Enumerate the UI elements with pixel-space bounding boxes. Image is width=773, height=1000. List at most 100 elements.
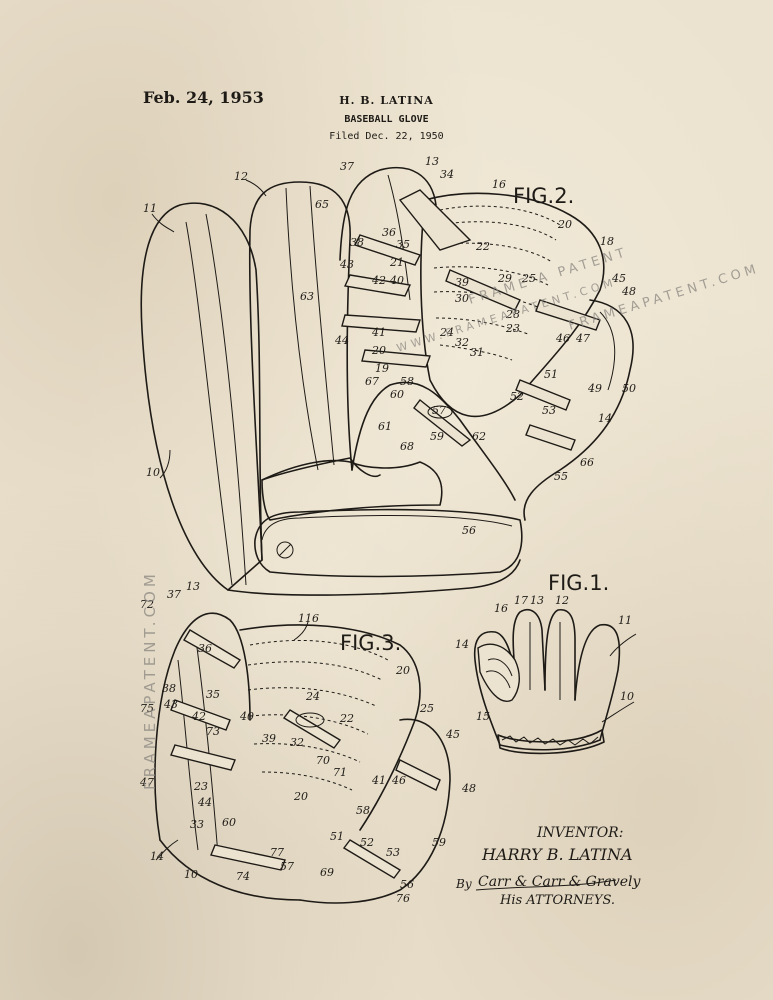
fig2-reference-numerals: 11 12 13 37 34 16 65 36 38 35 20 22 18 2… [143,155,636,537]
ref-numeral: 61 [378,420,392,433]
ref-numeral: 30 [455,292,469,305]
ref-numeral: 60 [390,388,404,401]
ref-numeral: 23 [505,322,520,335]
ref-numeral: 60 [222,816,236,829]
ref-numeral: 47 [575,332,590,345]
ref-numeral: 11 [618,614,632,627]
ref-numeral: 31 [470,346,484,359]
inventor-signature-name: HARRY B. LATINA [481,845,633,864]
ref-numeral: 32 [290,736,304,749]
ref-numeral: 37 [167,588,181,601]
ref-numeral: 10 [620,690,634,703]
ref-numeral: 65 [315,198,329,211]
by-label: By [455,877,472,891]
ref-numeral: 56 [462,524,476,537]
ref-numeral: 59 [430,430,444,443]
ref-numeral: 66 [580,456,594,469]
ref-numeral: 20 [395,664,410,677]
watermark-vertical: FRAMEAPATENT.COM [141,570,159,790]
ref-numeral: 36 [198,642,212,655]
ref-numeral: 46 [555,332,570,345]
ref-numeral: 25 [521,272,536,285]
ref-numeral: 116 [298,612,319,625]
fig3-label: FIG.3. [340,631,401,655]
fig1-label: FIG.1. [548,571,609,595]
ref-numeral: 74 [236,870,250,883]
ref-numeral: 33 [190,818,204,831]
ref-numeral: 58 [400,375,414,388]
ref-numeral: 63 [300,290,314,303]
ref-numeral: 14 [598,412,612,425]
ref-numeral: 24 [439,326,454,339]
ref-numeral: 40 [389,274,404,287]
ref-numeral: 41 [371,326,386,339]
ref-numeral: 45 [611,272,626,285]
ref-numeral: 24 [305,690,320,703]
ref-numeral: 62 [472,430,486,443]
ref-numeral: 35 [396,238,410,251]
ref-numeral: 51 [330,830,344,843]
ref-numeral: 57 [280,860,294,873]
ref-numeral: 17 [514,594,528,607]
ref-numeral: 10 [146,466,160,479]
ref-numeral: 39 [262,732,276,745]
ref-numeral: 47 [139,776,154,789]
ref-numeral: 48 [621,285,636,298]
ref-numeral: 14 [150,850,164,863]
ref-numeral: 13 [530,594,544,607]
ref-numeral: 44 [334,334,349,347]
ref-numeral: 45 [445,728,460,741]
ref-numeral: 53 [542,404,556,417]
ref-numeral: 72 [140,598,154,611]
patent-date: Feb. 24, 1953 [143,88,264,107]
ref-numeral: 51 [544,368,558,381]
ref-numeral: 16 [492,178,506,191]
ref-numeral: 56 [400,878,414,891]
ref-numeral: 43 [339,258,354,271]
ref-numeral: 76 [396,892,410,905]
fig3-glove-drawing [154,612,451,904]
ref-numeral: 53 [386,846,400,859]
ref-numeral: 43 [163,698,178,711]
leader-lines [151,179,637,861]
ref-numeral: 48 [461,782,476,795]
ref-numeral: 38 [350,236,364,249]
ref-numeral: 11 [143,202,157,215]
ref-numeral: 16 [494,602,508,615]
ref-numeral: 35 [206,688,220,701]
fig1-glove-drawing [473,608,621,755]
ref-numeral: 77 [270,846,284,859]
ref-numeral: 18 [600,235,614,248]
ref-numeral: 46 [391,774,406,787]
ref-numeral: 70 [316,754,330,767]
fig2-glove-drawing [140,166,634,596]
ref-numeral: 13 [425,155,439,168]
ref-numeral: 20 [557,218,572,231]
ref-numeral: 49 [587,382,602,395]
ref-numeral: 37 [340,160,354,173]
ref-numeral: 75 [140,702,154,715]
ref-numeral: 14 [455,638,469,651]
ref-numeral: 68 [400,440,414,453]
ref-numeral: 39 [455,276,469,289]
ref-numeral: 41 [371,774,386,787]
ref-numeral: 20 [371,344,386,357]
inventor-header: H. B. LATINA [339,94,434,107]
ref-numeral: 71 [333,766,347,779]
ref-numeral: 52 [360,836,374,849]
ref-numeral: 10 [184,868,198,881]
ref-numeral: 21 [389,256,404,269]
ref-numeral: 25 [419,702,434,715]
ref-numeral: 34 [440,168,454,181]
fig2-label: FIG.2. [513,184,574,208]
ref-numeral: 59 [432,836,446,849]
fig1-reference-numerals: 16 17 13 12 11 14 15 10 [455,594,634,723]
attorneys-signature: Carr & Carr & Gravely [478,874,642,890]
ref-numeral: 38 [162,682,176,695]
filed-date: Filed Dec. 22, 1950 [329,131,444,142]
ref-numeral: 28 [505,308,520,321]
ref-numeral: 50 [622,382,636,395]
ref-numeral: 44 [197,796,212,809]
